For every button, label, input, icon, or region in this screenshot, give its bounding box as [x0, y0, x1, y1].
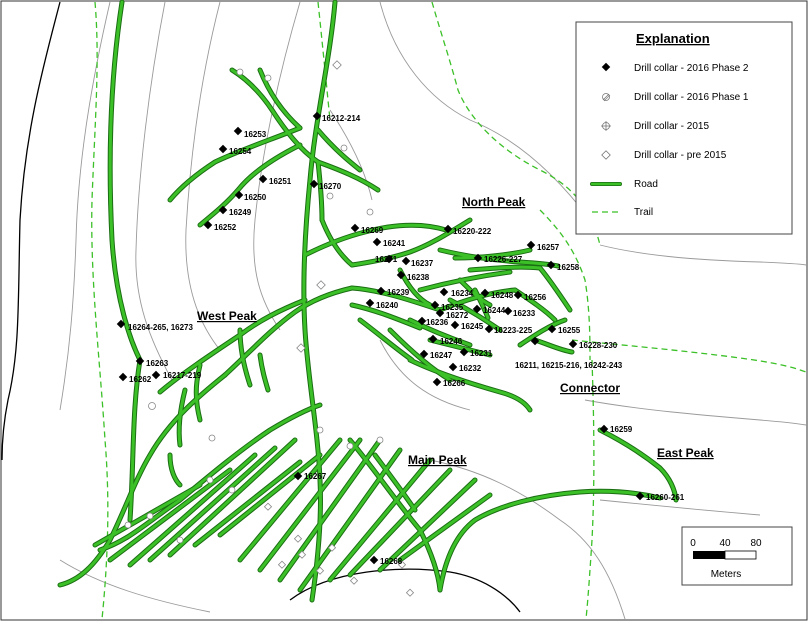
phase1-collar-icon	[602, 93, 611, 102]
drill-label: 16245	[461, 322, 484, 331]
collar-pre2015-icon	[601, 150, 611, 160]
east-peak-label: East Peak	[657, 446, 714, 460]
drill-label: 16253	[244, 130, 267, 139]
drill-label: 16244	[483, 306, 506, 315]
drill-label: 16262	[129, 375, 152, 384]
drill-label: 16241	[383, 239, 406, 248]
drill-label: 16269	[361, 226, 384, 235]
scale-unit: Meters	[711, 569, 742, 580]
legend-item-label: Drill collar - 2015	[634, 121, 709, 132]
drill-label: 16240	[376, 301, 399, 310]
drill-label: 16266	[443, 379, 466, 388]
legend-title: Explanation	[636, 31, 710, 46]
drill-label: 16238	[407, 273, 430, 282]
trails	[91, 1, 807, 620]
peak-labels: North Peak West Peak Main Peak East Peak…	[197, 195, 714, 467]
legend-item-label: Drill collar - 2016 Phase 2	[634, 63, 749, 74]
drill-label: 16249	[229, 208, 252, 217]
drill-label: 16258	[557, 263, 580, 272]
older-drill-collars	[124, 60, 415, 597]
legend: Explanation Drill collar - 2016 Phase 2 …	[575, 21, 793, 235]
legend-item-label: Trail	[634, 207, 653, 218]
scale-segment-light	[724, 550, 757, 560]
drill-label: 16270	[319, 182, 342, 191]
drill-label: 16251	[269, 177, 292, 186]
drill-label: 16235	[441, 303, 464, 312]
drill-label: 16257	[537, 243, 560, 252]
drill-label: 16255	[558, 326, 581, 335]
connector-label: Connector	[560, 381, 620, 395]
drill-label: 16268	[380, 557, 403, 566]
scale-segment-dark	[693, 551, 725, 559]
main-peak-label: Main Peak	[408, 453, 467, 467]
drill-label: 16248	[491, 291, 514, 300]
drill-label: 16223-225	[494, 326, 533, 335]
drill-label: 16232	[459, 364, 482, 373]
scale-tick-80: 80	[750, 538, 762, 549]
road-highlights	[58, 0, 678, 602]
drill-label: 16256	[524, 293, 547, 302]
legend-item-label: Drill collar - 2016 Phase 1	[634, 92, 749, 103]
legend-box	[575, 21, 793, 235]
legend-item-label: Drill collar - pre 2015	[634, 150, 727, 161]
drill-label: 16231	[470, 349, 493, 358]
drill-label: 16250	[244, 193, 267, 202]
drill-label: 16234	[451, 289, 474, 298]
drill-label: 16267	[304, 472, 327, 481]
scale-bar: 0 40 80 Meters	[681, 526, 793, 586]
drill-label: 16217-219	[163, 371, 202, 380]
drill-label: 16237	[411, 259, 434, 268]
collar-2015-icon	[601, 121, 611, 131]
drill-label: 16226-227	[484, 255, 523, 264]
scale-tick-40: 40	[719, 538, 731, 549]
drill-label: 16271	[375, 255, 398, 264]
drill-label: 16264-265, 16273	[128, 323, 194, 332]
drill-label: 16252	[214, 223, 237, 232]
drill-label: 16247	[430, 351, 453, 360]
drill-label: 16246	[440, 337, 463, 346]
north-peak-label: North Peak	[462, 195, 526, 209]
west-peak-label: West Peak	[197, 309, 257, 323]
legend-item-label: Road	[634, 179, 658, 190]
drill-label: 16228-230	[579, 341, 618, 350]
drill-label: 16220-222	[453, 227, 492, 236]
drill-label: 16236	[426, 318, 449, 327]
phase2-drill-collars	[116, 111, 645, 565]
drill-label: 16272	[446, 311, 469, 320]
drill-hole-labels: 16212-214 16253 16254 16251 16250 16249 …	[128, 114, 685, 566]
drill-label: 16212-214	[322, 114, 361, 123]
drill-label: 16263	[146, 359, 169, 368]
drill-label: 16239	[387, 288, 410, 297]
drill-label: 16260-261	[646, 493, 685, 502]
drill-label: 16211, 16215-216, 16242-243	[515, 361, 623, 370]
drill-label: 16254	[229, 147, 252, 156]
drill-label: 16259	[610, 425, 633, 434]
drill-label: 16233	[513, 309, 536, 318]
scale-tick-0: 0	[690, 538, 696, 549]
